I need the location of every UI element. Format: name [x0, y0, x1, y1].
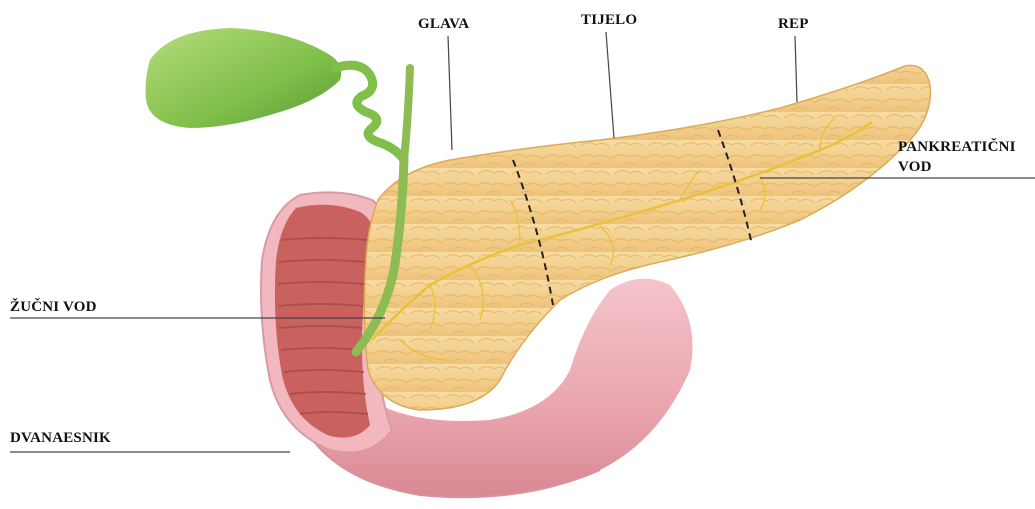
gallbladder: [146, 28, 342, 128]
label-glava: GLAVA: [418, 16, 469, 33]
cystic-duct: [335, 65, 404, 160]
label-dvanaesnik: DVANAESNIK: [10, 430, 111, 447]
rep-leader: [795, 36, 797, 102]
label-pankreaticni-line2: VOD: [898, 159, 932, 176]
label-zucni-vod: ŽUČNI VOD: [10, 299, 97, 316]
label-rep: REP: [778, 16, 809, 33]
label-pankreaticni-line1: PANKREATIČNI: [898, 139, 1016, 156]
glava-leader: [448, 36, 452, 150]
tijelo-leader: [606, 32, 614, 138]
label-tijelo: TIJELO: [581, 12, 637, 29]
